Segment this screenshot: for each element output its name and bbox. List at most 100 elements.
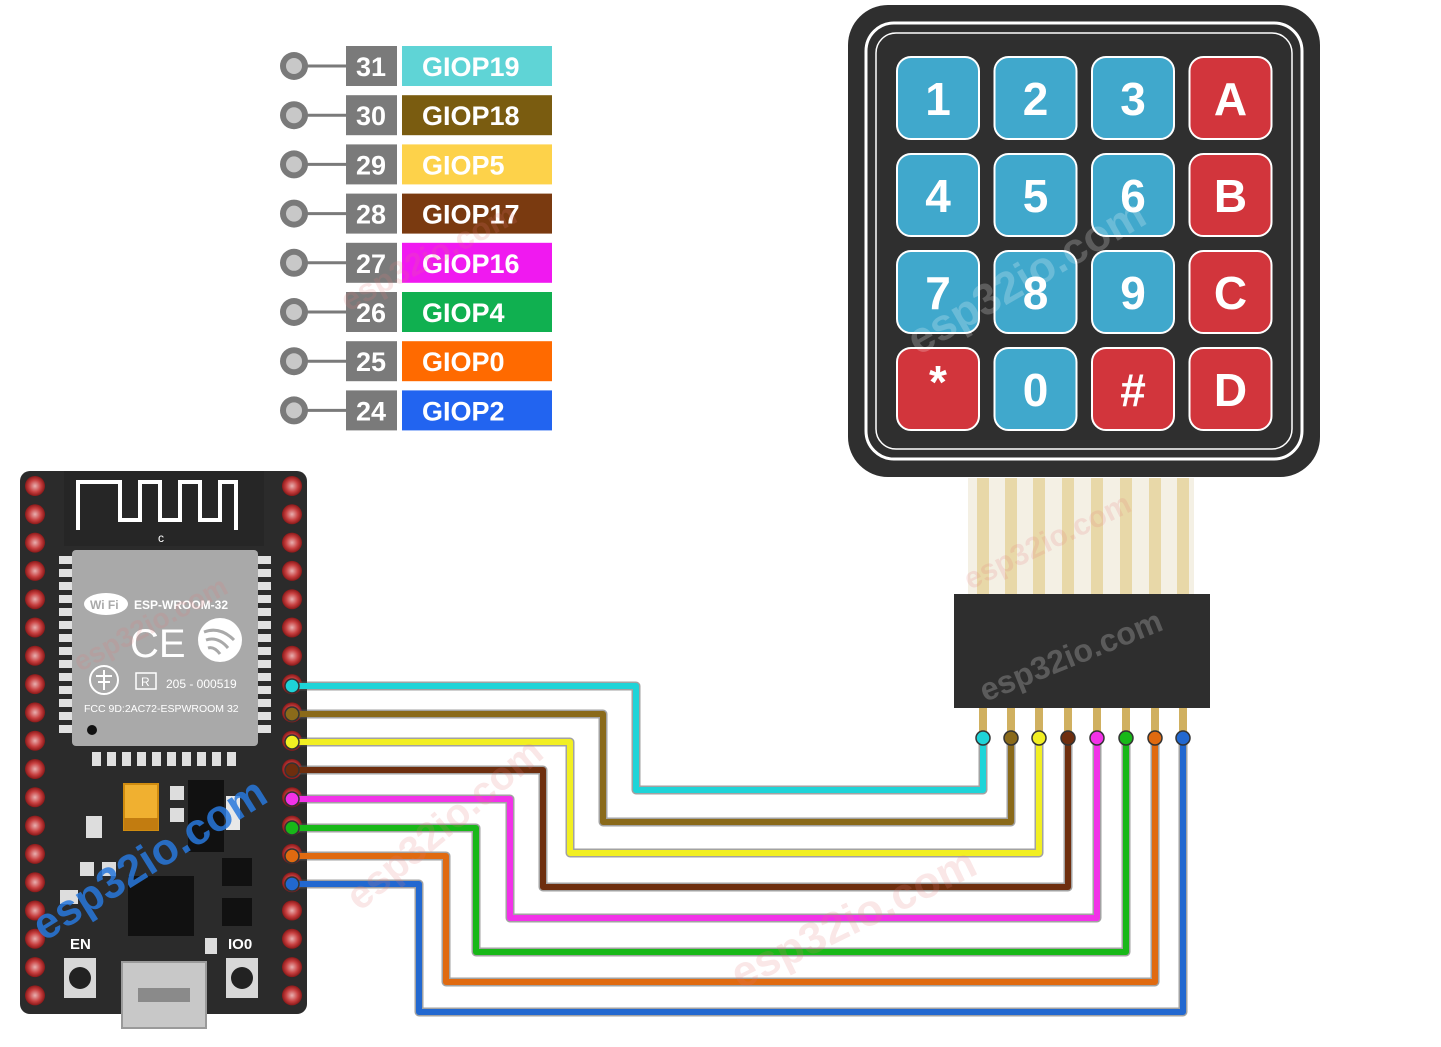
- key-9[interactable]: 9: [1091, 250, 1175, 334]
- pin-number: 26: [356, 298, 386, 328]
- key-c[interactable]: C: [1188, 250, 1273, 334]
- gpio-pad: [25, 730, 45, 751]
- wire-giop19: [289, 683, 986, 793]
- gpio-label-box: [402, 242, 552, 283]
- header-pin: [1151, 708, 1159, 734]
- gpio-pad: [282, 560, 302, 581]
- gpio-pad: [282, 645, 302, 666]
- key-4[interactable]: 4: [896, 153, 980, 237]
- key-7[interactable]: 7: [896, 250, 980, 334]
- key-cap[interactable]: [1091, 56, 1175, 140]
- pin-number: 28: [356, 200, 386, 230]
- pin-number: 31: [356, 52, 386, 82]
- fcc-id: FCC 9D:2AC72-ESPWROOM 32: [84, 703, 239, 715]
- antenna-trace: c: [64, 471, 264, 546]
- key-2[interactable]: 2: [993, 56, 1078, 140]
- key-label: 3: [1120, 73, 1146, 125]
- key-cap[interactable]: [1091, 153, 1175, 237]
- key-cap[interactable]: [896, 347, 980, 431]
- key-cap[interactable]: [896, 250, 980, 334]
- pin-row-30: 30 GIOP18: [280, 95, 552, 136]
- key-cap[interactable]: [1091, 250, 1175, 334]
- header-pin: [1179, 708, 1187, 734]
- pin-number-box: [346, 390, 397, 431]
- wire-giop17: [289, 735, 1071, 890]
- key-cap[interactable]: [993, 250, 1078, 334]
- pin-row-25: 25 GIOP0: [280, 341, 552, 382]
- espressif-logo-icon: [198, 618, 242, 662]
- key-label: 7: [925, 267, 951, 319]
- key-cap[interactable]: [1188, 250, 1273, 334]
- key-5[interactable]: 5: [993, 153, 1078, 237]
- key-cap[interactable]: [1188, 347, 1273, 431]
- pin-number: 25: [356, 347, 386, 377]
- ribbon-strip: [1177, 478, 1189, 596]
- header-pin: [1064, 708, 1072, 734]
- key-star[interactable]: *: [896, 347, 980, 431]
- wire-end-keypad: [1175, 730, 1191, 746]
- wire-end-keypad: [1031, 730, 1047, 746]
- key-cap[interactable]: [993, 347, 1078, 431]
- gpio-pad: [25, 928, 45, 949]
- key-b[interactable]: B: [1188, 153, 1273, 237]
- keypad-border: [864, 21, 1304, 461]
- key-cap[interactable]: [896, 153, 980, 237]
- pin-number: 30: [356, 101, 386, 131]
- gpio-pad: [25, 674, 45, 695]
- key-cap[interactable]: [1091, 347, 1175, 431]
- wire-end-board: [284, 876, 300, 892]
- gpio-label: GIOP4: [422, 298, 505, 328]
- gpio-pad: [282, 476, 302, 496]
- wire-giop0: [289, 735, 1158, 985]
- wire-end-board: [284, 820, 300, 836]
- wires: [284, 678, 1191, 1017]
- gpio-pad: [282, 532, 302, 553]
- gpio-label: GIOP5: [422, 150, 505, 180]
- io0-button[interactable]: [226, 958, 258, 998]
- antenna-mark: c: [158, 531, 164, 545]
- ribbon-strip: [1149, 478, 1161, 596]
- key-d[interactable]: D: [1188, 347, 1273, 431]
- pin-number-box: [346, 341, 397, 382]
- wire-end-board: [284, 848, 300, 864]
- key-label: 6: [1120, 170, 1146, 222]
- key-1[interactable]: 1: [896, 56, 980, 140]
- key-8[interactable]: 8: [993, 250, 1078, 334]
- key-cap[interactable]: [993, 153, 1078, 237]
- gpio-pad: [282, 617, 302, 638]
- wire-end-keypad: [1089, 730, 1105, 746]
- key-cap[interactable]: [1188, 153, 1273, 237]
- key-cap[interactable]: [1188, 56, 1273, 140]
- pin-number-box: [346, 242, 397, 283]
- pin-number: 29: [356, 150, 386, 180]
- ribbon-strip: [1033, 478, 1045, 596]
- module-name: ESP-WROOM-32: [134, 598, 228, 612]
- key-cap[interactable]: [993, 56, 1078, 140]
- wire-end-board: [284, 762, 300, 778]
- key-6[interactable]: 6: [1091, 153, 1175, 237]
- key-0[interactable]: 0: [993, 347, 1078, 431]
- key-label: 9: [1120, 267, 1146, 319]
- key-hash[interactable]: #: [1091, 347, 1175, 431]
- gpio-pad: [25, 900, 45, 921]
- key-cap[interactable]: [896, 56, 980, 140]
- keypad-header-connector: [954, 594, 1210, 708]
- r-mark: R: [141, 675, 150, 689]
- gpio-label-box: [402, 144, 552, 185]
- gpio-pad: [25, 787, 45, 808]
- key-a[interactable]: A: [1188, 56, 1273, 140]
- header-pin: [979, 708, 987, 734]
- gpio-pad: [25, 476, 45, 496]
- key-label: 8: [1023, 267, 1049, 319]
- gpio-label: GIOP18: [422, 101, 520, 131]
- key-3[interactable]: 3: [1091, 56, 1175, 140]
- key-label: 0: [1023, 364, 1049, 416]
- gpio-pad: [25, 532, 45, 553]
- header-pin: [1093, 708, 1101, 734]
- gpio-label: GIOP0: [422, 347, 505, 377]
- gpio-label-box: [402, 390, 552, 431]
- ribbon-strip: [1091, 478, 1103, 596]
- en-button[interactable]: [64, 958, 96, 998]
